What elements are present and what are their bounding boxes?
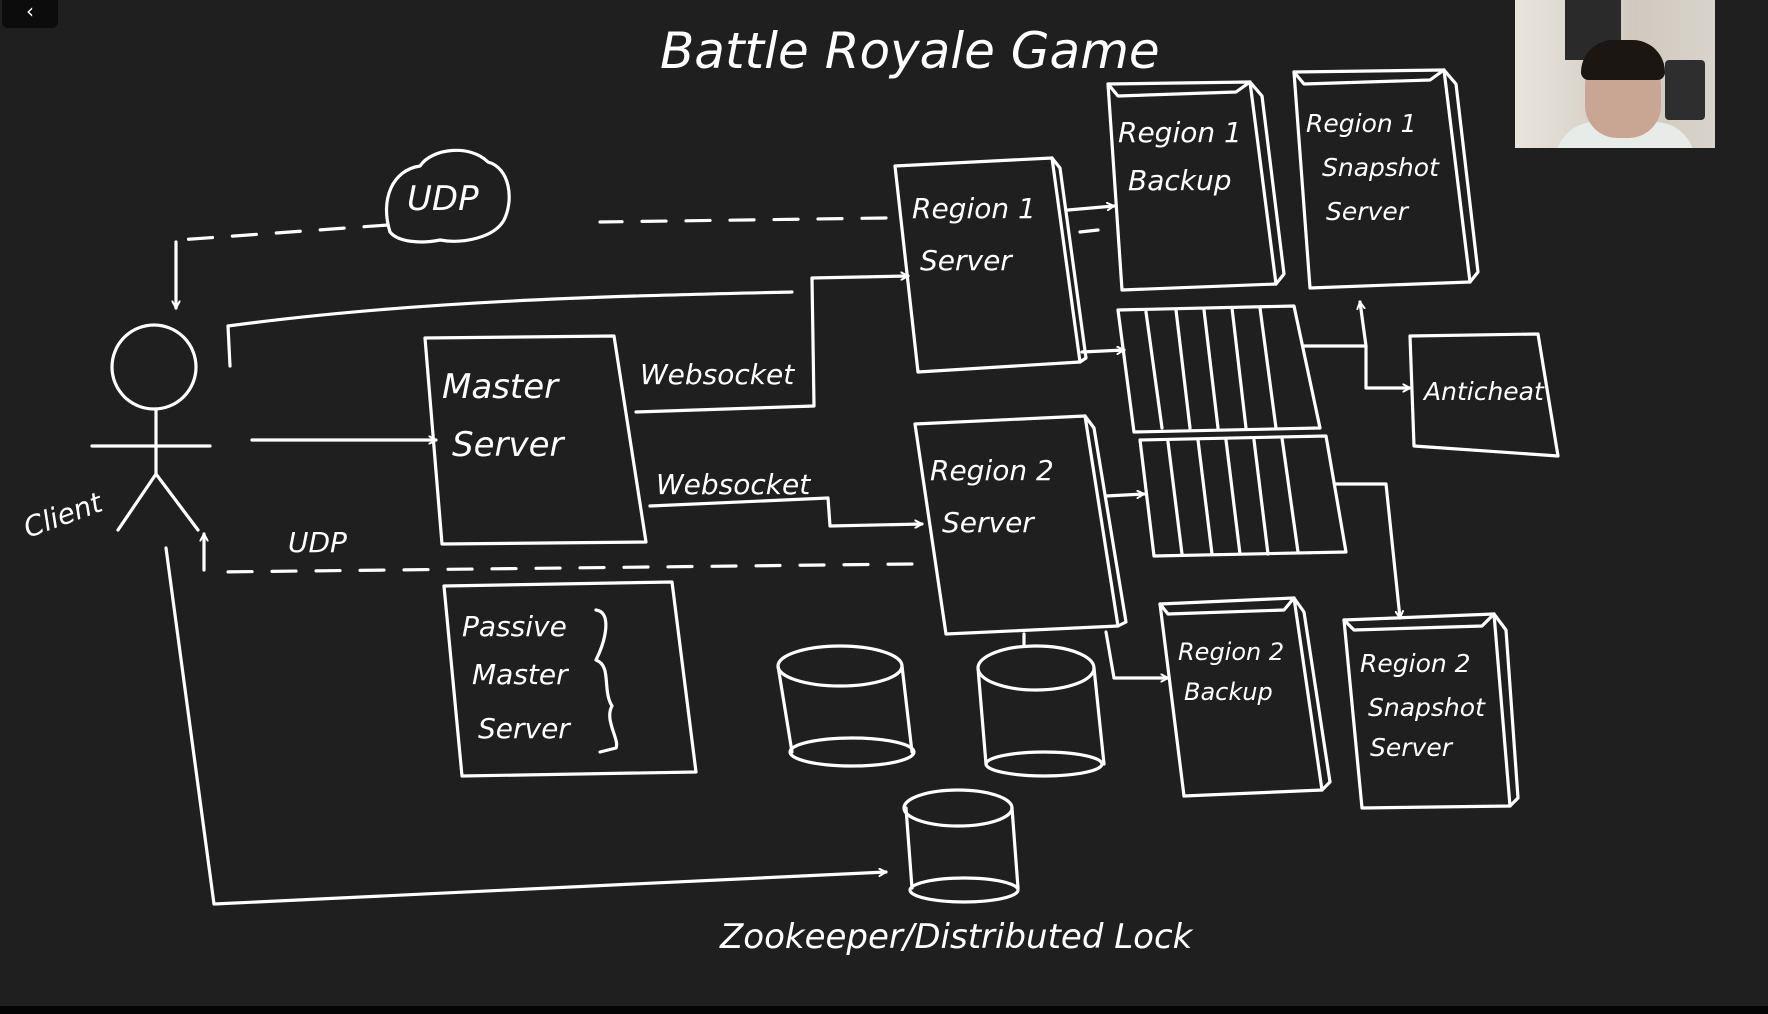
region2-server-label-1: Region 2: [930, 454, 1054, 487]
region1-snapshot-label-1: Region 1: [1306, 109, 1417, 138]
database-2: [976, 644, 1106, 778]
udp-top-cloud: [384, 148, 511, 244]
region2-snapshot-label-1: Region 2: [1360, 649, 1471, 678]
master-server-label-2: Server: [452, 425, 566, 465]
region1-backup-box: Region 1 Backup: [1106, 80, 1286, 292]
region2-snapshot-label-2: Snapshot: [1368, 693, 1486, 722]
region1-snapshot-box: Region 1 Snapshot Server: [1292, 68, 1480, 290]
udp-top-line: [176, 216, 888, 242]
region1-backup-label-1: Region 1: [1118, 116, 1242, 149]
udp-bottom-line: [214, 562, 914, 574]
client-figure: [90, 323, 212, 532]
region2-server-box: Region 2 Server: [913, 414, 1128, 636]
region1-snapshot-label-3: Server: [1326, 197, 1410, 226]
region2-backup-label-1: Region 2: [1178, 638, 1284, 666]
region1-server-label-2: Server: [920, 244, 1013, 277]
diagram-title: Battle Royale Game: [660, 22, 1160, 80]
queue1-to-anticheat-arrow: [1302, 344, 1412, 388]
client-to-zookeeper-arrow: [164, 546, 888, 906]
websocket-bottom-label: Websocket: [656, 468, 811, 501]
passive-master-label-3: Server: [478, 712, 571, 745]
zookeeper-label: Zookeeper/Distributed Lock: [719, 917, 1194, 957]
region2-backup-box: Region 2 Backup: [1158, 596, 1332, 798]
udp-top-label: UDP: [407, 179, 479, 219]
master-to-region2-websocket: [648, 496, 924, 526]
client-to-region1-line: [226, 290, 794, 368]
anticheat-label: Anticheat: [1422, 377, 1545, 406]
master-server-box: Master Server: [423, 334, 648, 546]
bottom-bar: [0, 1006, 1768, 1014]
region1-queue: [1116, 304, 1322, 434]
udp-bottom-label: UDP: [288, 526, 347, 559]
region2-to-backup-arrow: [1104, 630, 1170, 678]
region1-server-box: Region 1 Server: [893, 156, 1088, 374]
region1-backup-label-2: Backup: [1128, 164, 1232, 197]
webcam-furniture: [1665, 60, 1705, 120]
region1-to-backup-arrow-2: [1078, 228, 1100, 234]
region2-queue: [1138, 434, 1348, 558]
back-button[interactable]: ‹: [2, 0, 58, 28]
queue1-to-snapshot1-arrow: [1360, 300, 1368, 348]
webcam-person-hair: [1581, 40, 1665, 80]
webcam-video: [1515, 0, 1715, 148]
passive-master-label-2: Master: [472, 658, 569, 691]
region2-backup-label-2: Backup: [1184, 678, 1273, 706]
passive-master-label-1: Passive: [462, 610, 567, 643]
region2-snapshot-box: Region 2 Snapshot Server: [1342, 612, 1520, 810]
region1-to-queue-arrow: [1080, 350, 1126, 352]
master-to-region1-websocket: [634, 276, 910, 414]
anticheat-box: Anticheat: [1408, 332, 1560, 458]
passive-master-server-box: Passive Master Server: [442, 580, 698, 778]
client-label: Client: [19, 485, 107, 544]
region2-server-label-2: Server: [942, 506, 1035, 539]
zookeeper-database: [902, 788, 1020, 904]
region2-snapshot-label-3: Server: [1370, 733, 1454, 762]
region1-snapshot-label-2: Snapshot: [1322, 153, 1440, 182]
websocket-top-label: Websocket: [640, 358, 795, 391]
region2-to-queue-arrow: [1104, 494, 1146, 496]
queue2-to-snapshot2-arrow: [1334, 482, 1400, 620]
master-server-label-1: Master: [442, 367, 560, 407]
region1-server-label-1: Region 1: [912, 192, 1036, 225]
database-1: [776, 644, 916, 768]
region1-to-backup-arrow: [1066, 206, 1116, 212]
